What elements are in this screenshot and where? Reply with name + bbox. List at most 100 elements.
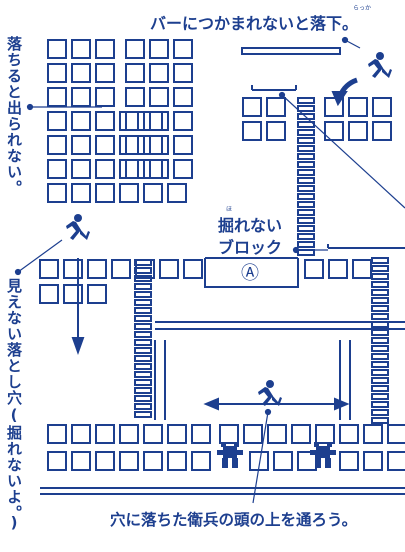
brick [63, 259, 83, 279]
ladder-icon [297, 241, 315, 248]
ladder-icon [297, 185, 315, 192]
ladder-icon [297, 233, 315, 240]
brick [387, 424, 405, 444]
undiggable-caption-line2: ブロック [218, 238, 283, 257]
ladder-icon [134, 347, 152, 354]
ladder-icon [134, 371, 152, 378]
ladder-icon [134, 387, 152, 394]
ladders [134, 97, 389, 424]
brick [71, 451, 91, 471]
brick [183, 259, 203, 279]
ladder-icon [134, 411, 152, 418]
brick [149, 39, 169, 59]
brick [149, 63, 169, 83]
ladder-icon [134, 379, 152, 386]
ladder-icon [134, 315, 152, 322]
ladder-icon [371, 345, 389, 352]
ladder-icon [134, 363, 152, 370]
brick [363, 424, 383, 444]
ladder-icon [297, 137, 315, 144]
brick [71, 159, 91, 179]
ladder-icon [297, 209, 315, 216]
ladder-icon [371, 393, 389, 400]
ladder-icon [371, 297, 389, 304]
brick [47, 39, 67, 59]
brick [95, 424, 115, 444]
brick-blocks [39, 39, 405, 471]
brick [149, 159, 169, 179]
ladder-icon [371, 257, 389, 264]
brick [242, 97, 262, 117]
brick [324, 97, 344, 117]
ladder-icon [134, 275, 152, 282]
brick [47, 159, 67, 179]
brick [47, 451, 67, 471]
brick [315, 424, 335, 444]
ladder-icon [297, 225, 315, 232]
brick [149, 111, 169, 131]
brick [95, 111, 115, 131]
ladder-icon [134, 299, 152, 306]
brick [125, 111, 145, 131]
ladder-icon [134, 395, 152, 402]
brick [125, 87, 145, 107]
brick [125, 135, 145, 155]
brick [304, 259, 324, 279]
brick [149, 87, 169, 107]
brick [39, 284, 59, 304]
brick [372, 97, 392, 117]
brick [95, 183, 115, 203]
brick [339, 424, 359, 444]
brick [71, 183, 91, 203]
brick [149, 135, 169, 155]
undiggable-ruby: ほ [226, 206, 233, 213]
brick [119, 159, 139, 179]
brick [328, 259, 348, 279]
ladder-icon [371, 377, 389, 384]
ladder-icon [297, 105, 315, 112]
brick [71, 135, 91, 155]
brick [95, 451, 115, 471]
brick [219, 424, 239, 444]
brick [47, 111, 67, 131]
brick [119, 111, 139, 131]
brick [167, 424, 187, 444]
arrow-icon [71, 77, 358, 411]
guard-tip-caption: 穴に落ちた衛兵の頭の上を通ろう。 [110, 511, 358, 529]
brick [143, 183, 163, 203]
ladder-icon [371, 417, 389, 424]
brick [266, 97, 286, 117]
ladder-icon [371, 281, 389, 288]
brick [47, 135, 67, 155]
brick [95, 87, 115, 107]
ladder-icon [371, 361, 389, 368]
brick [363, 451, 383, 471]
ladder-icon [371, 273, 389, 280]
bar-warning-ruby: らっか [353, 5, 372, 12]
brick [39, 259, 59, 279]
ladder-icon [371, 353, 389, 360]
no-escape-caption: 落ちると出られない。 [5, 36, 23, 196]
brick [267, 424, 287, 444]
brick [143, 159, 163, 179]
leader-lines [14, 36, 405, 504]
ladder-icon [297, 193, 315, 200]
ladder-icon [297, 201, 315, 208]
brick [47, 183, 67, 203]
ladder-icon [134, 307, 152, 314]
brick [339, 451, 359, 471]
brick [71, 39, 91, 59]
brick [95, 159, 115, 179]
brick [95, 63, 115, 83]
brick [143, 424, 163, 444]
ladder-icon [297, 249, 315, 256]
brick [173, 111, 193, 131]
ladder-icon [371, 337, 389, 344]
ladder-icon [297, 145, 315, 152]
brick [143, 135, 163, 155]
brick [273, 451, 293, 471]
ladder-icon [371, 313, 389, 320]
brick [125, 159, 145, 179]
bar-icon [241, 47, 405, 249]
brick [125, 63, 145, 83]
